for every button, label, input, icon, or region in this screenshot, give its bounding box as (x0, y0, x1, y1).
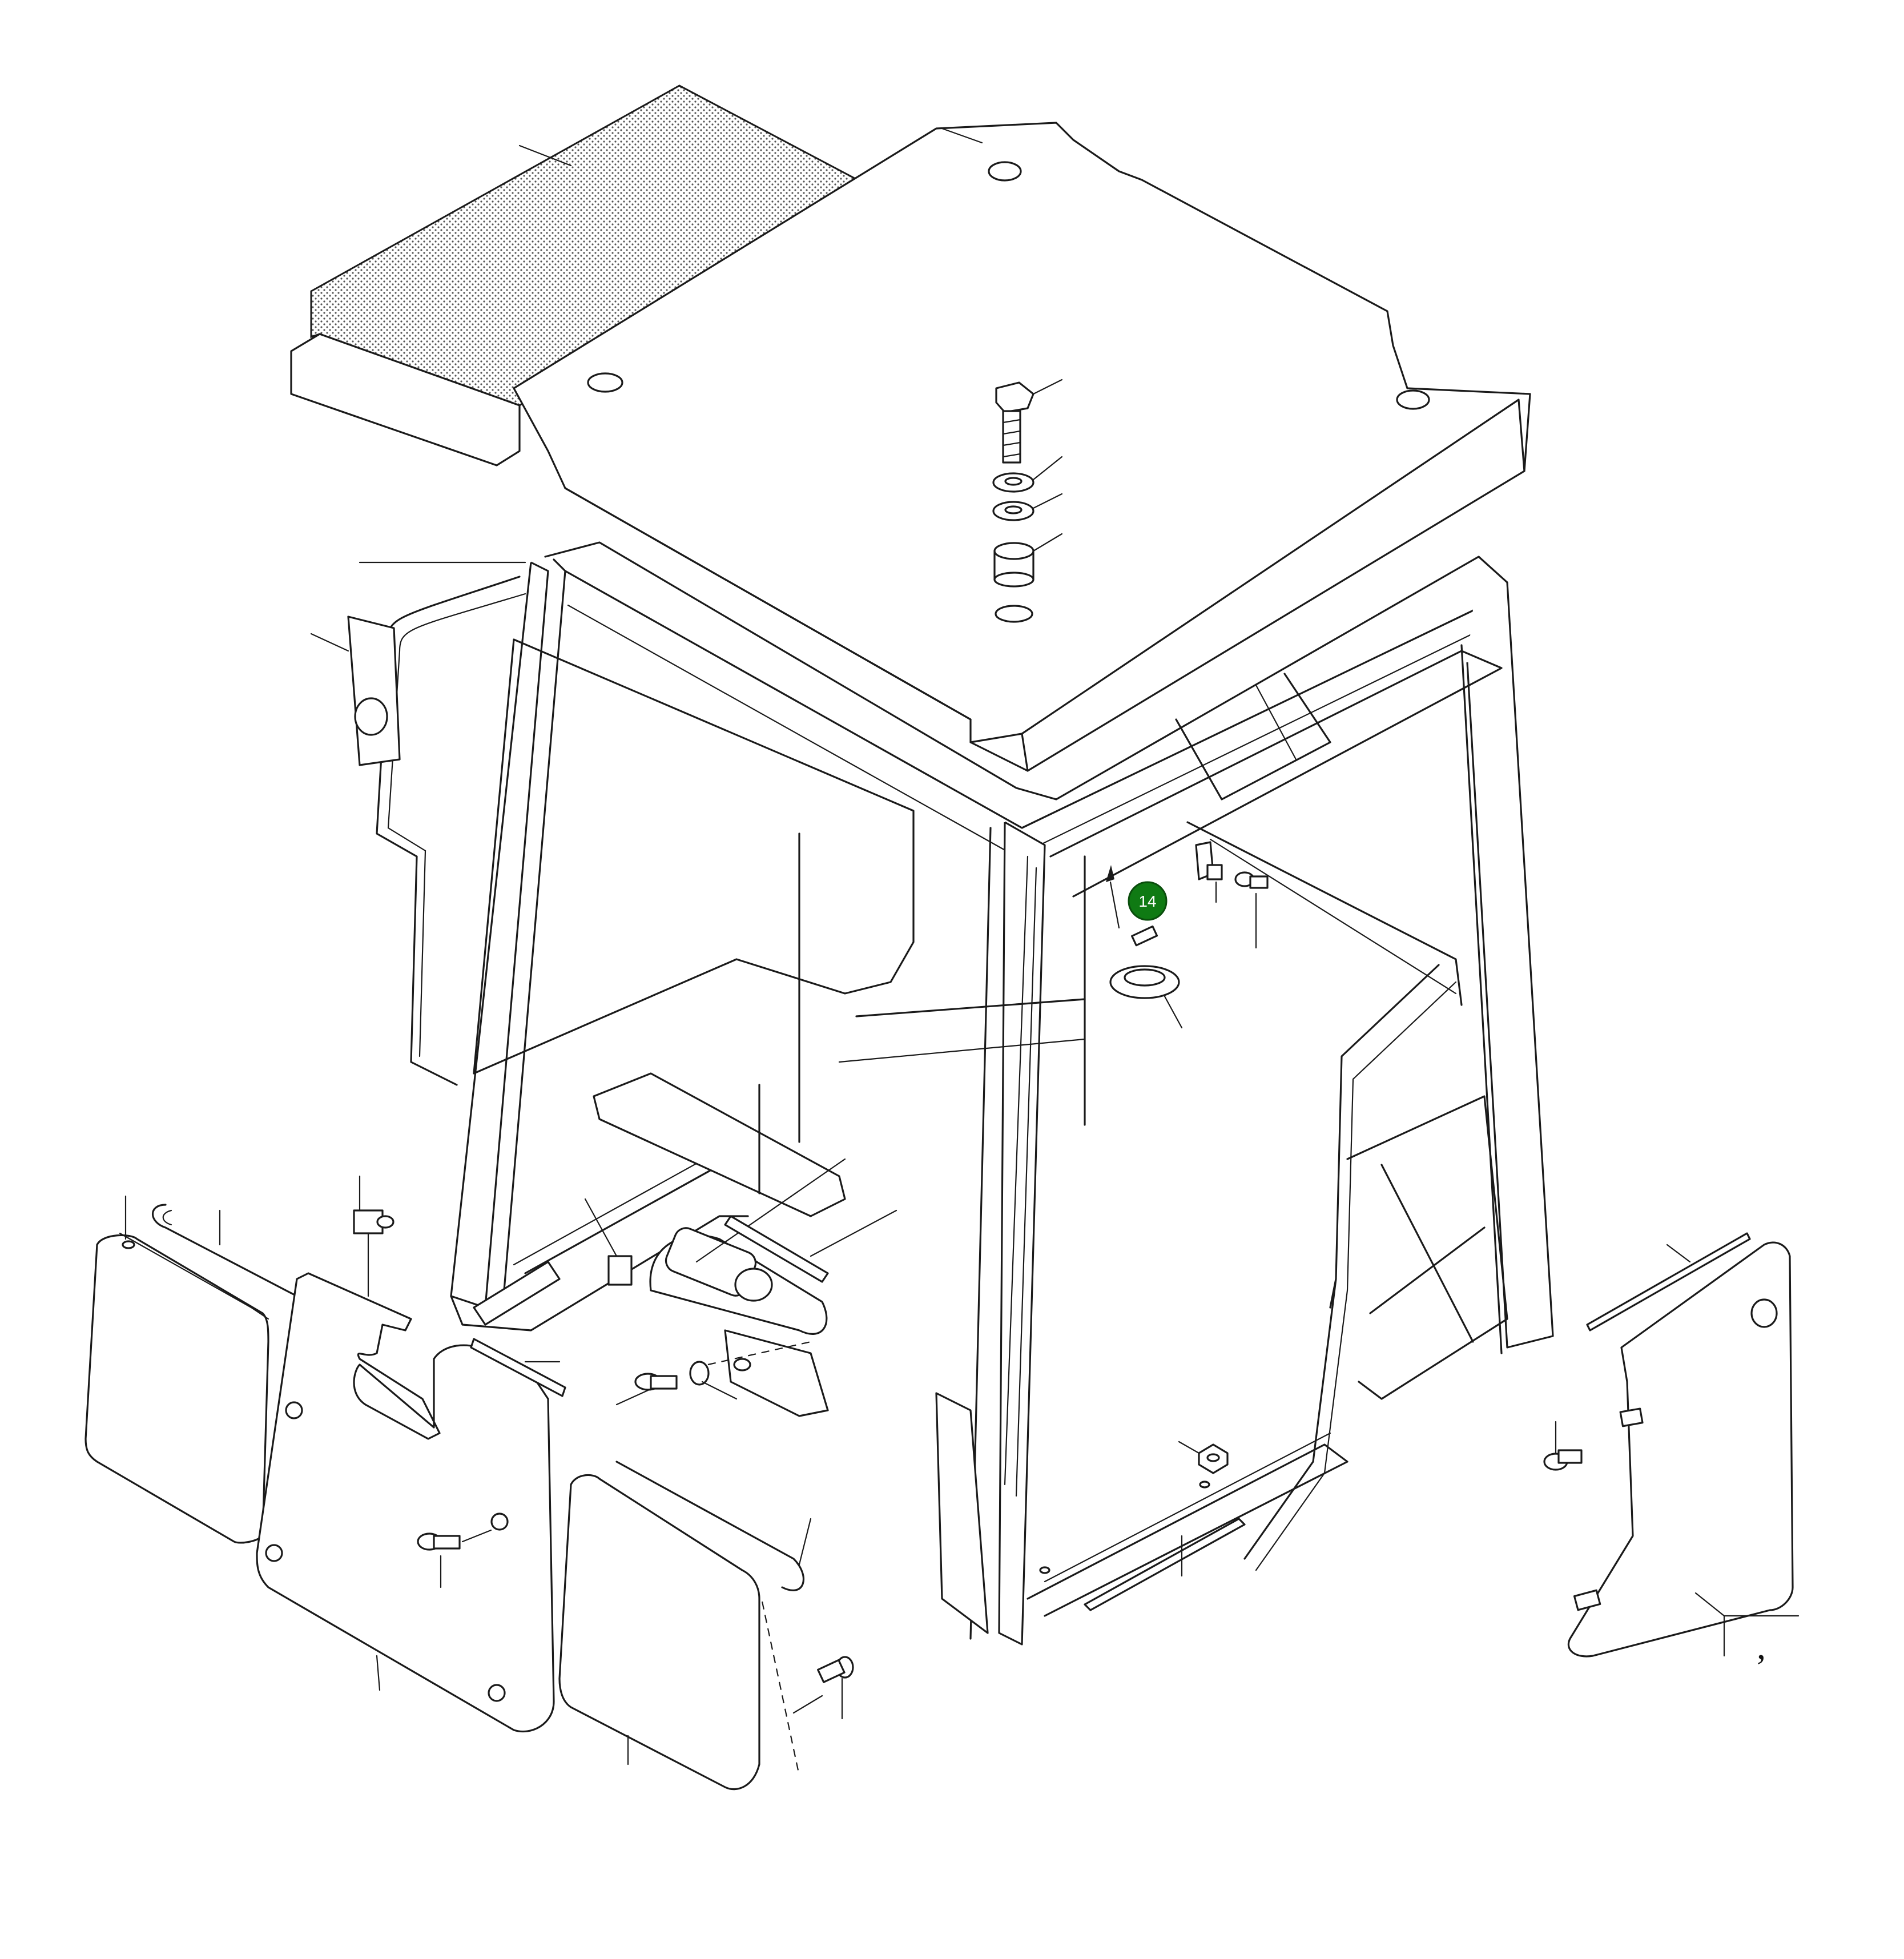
roof-mount-bolt-stack (992, 379, 1063, 623)
left-rear-trim-panel (310, 561, 526, 766)
rear-side-panel (1567, 1241, 1800, 1658)
seal-strip-icon (615, 1461, 812, 1591)
roof-shell (513, 122, 1531, 772)
door-panel-icon (256, 1272, 555, 1733)
door-latch-icon (649, 1158, 846, 1417)
striker-bracket (584, 1198, 633, 1286)
bolt-icon (1543, 1421, 1583, 1471)
cab-frame (450, 541, 1554, 1646)
washer-icon (689, 1361, 738, 1400)
callout-badge[interactable]: 14 (1128, 881, 1168, 921)
seal-strip-icon (470, 1338, 566, 1397)
nut-icon (1178, 1441, 1229, 1474)
clip-icon (353, 1175, 395, 1297)
washer-icon (992, 456, 1063, 493)
callout-badge-circle (1128, 881, 1168, 921)
door-panel-icon (558, 1474, 800, 1791)
door-stop-strip (724, 1209, 897, 1283)
spacer-bushing-icon (993, 533, 1063, 588)
callout-label: 14 (1138, 892, 1156, 910)
grommet-icon (1109, 965, 1183, 1029)
clip-bracket-icon (1195, 841, 1223, 903)
callout-arrow (1106, 865, 1120, 929)
bolt-icon (1234, 871, 1269, 949)
corner-mark: , (1757, 1626, 1766, 1667)
bolt-icon (417, 1529, 492, 1588)
bolt-icon (792, 1656, 854, 1720)
pin-icon (1131, 925, 1158, 947)
seal-strip-icon (1586, 1232, 1751, 1332)
roof-headliner-panel (290, 85, 882, 466)
washer-icon (992, 493, 1063, 521)
seal-strip-icon (151, 1204, 298, 1297)
bolt-icon (995, 379, 1063, 464)
bolt-icon (615, 1373, 678, 1406)
seal-strip-icon (376, 576, 1457, 1611)
door-panel-icon (84, 1195, 269, 1544)
